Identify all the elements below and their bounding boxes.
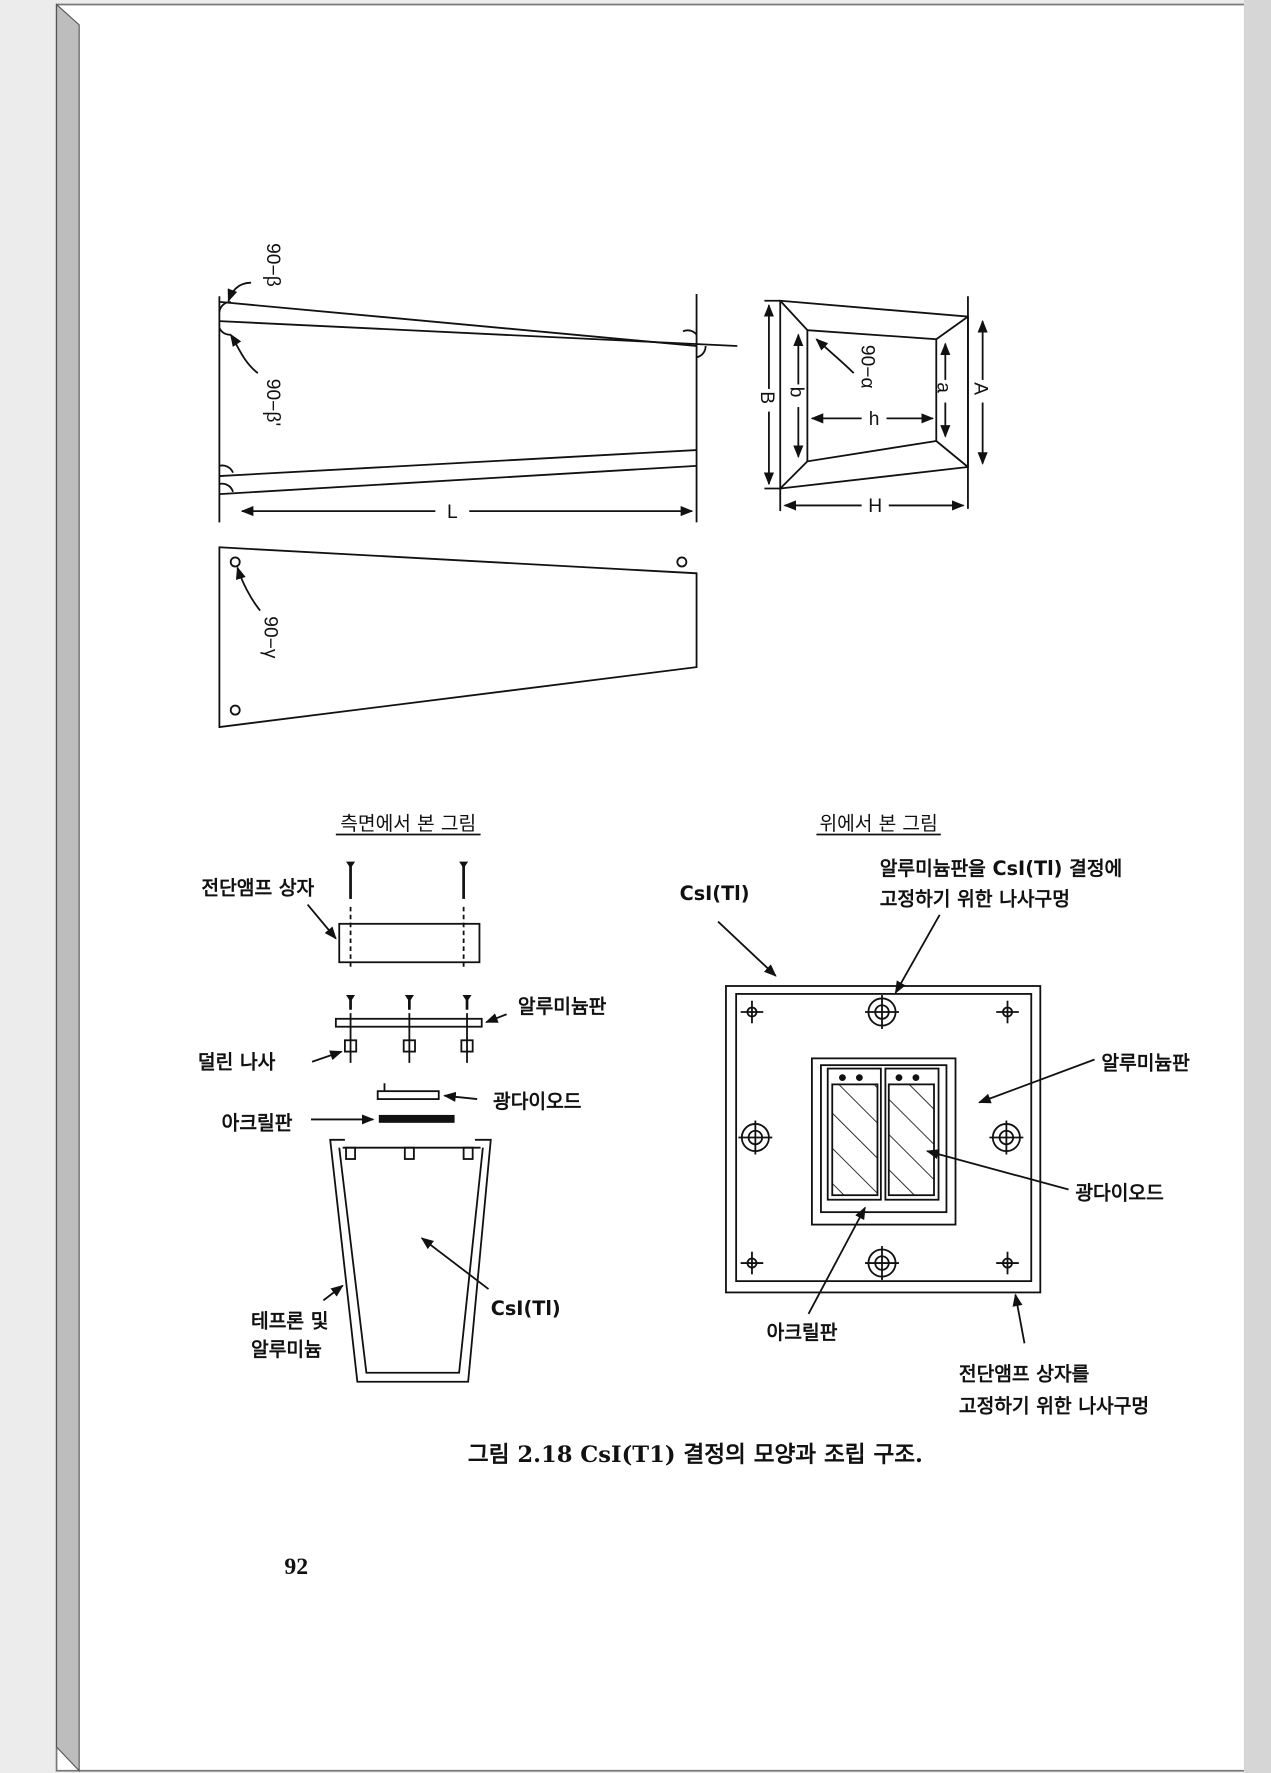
wrap-label-line1: 테프론 및	[251, 1309, 328, 1332]
top-view-assembly: 위에서 본 그림 CsI(Tl) 알루미늄판을 CsI(Tl	[680, 812, 1190, 1417]
photodiode-module	[810, 1057, 957, 1226]
acrylic-plate-label: 아크릴판	[222, 1112, 293, 1135]
crystal-label: CsI(Tl)	[680, 882, 750, 905]
box-hole-label-line1: 전단앰프 상자를	[959, 1363, 1090, 1386]
plate-hole-label-line1: 알루미늄판을 CsI(Tl) 결정에	[880, 857, 1122, 880]
angle-beta-label: 90−β	[262, 243, 283, 287]
photodiode-label: 광다이오드	[493, 1090, 582, 1113]
angle-alpha-label: 90−α	[857, 345, 878, 389]
crystal-end-drawing: B b a A h H 90−α	[756, 296, 991, 517]
dim-B-label: B	[756, 391, 777, 404]
side-view-assembly: 측면에서 본 그림 전단앰프 상자 알루미늄판 덜린 나사 광다이오드 아크릴판	[198, 812, 607, 1383]
crystal-label: CsI(Tl)	[491, 1297, 561, 1320]
angle-beta-prime-label: 90−β'	[262, 379, 283, 426]
box-hole-label-line2: 고정하기 위한 나사구멍	[959, 1394, 1149, 1417]
page-number: 92	[284, 1554, 308, 1580]
top-view-title: 위에서 본 그림	[819, 812, 937, 835]
length-L-label: L	[447, 502, 458, 523]
side-view-title: 측면에서 본 그림	[340, 812, 476, 835]
small-screw-holes	[740, 1000, 1019, 1275]
figure-caption: 그림 2.18 CsI(T1) 결정의 모양과 조립 구조.	[468, 1442, 923, 1468]
crystal-side-drawing: 90−β 90−β' L	[218, 243, 738, 523]
angle-gamma-label: 90−γ	[260, 616, 281, 659]
aluminum-plate-label: 알루미늄판	[1101, 1052, 1190, 1075]
acrylic-plate-label: 아크릴판	[767, 1321, 838, 1344]
crystal-taper-drawing: 90−γ	[218, 546, 698, 729]
aluminum-plate-label: 알루미늄판	[518, 995, 607, 1018]
dim-h-label: h	[869, 409, 880, 430]
plate-screws	[334, 995, 483, 1063]
page-edge	[55, 3, 80, 1773]
photodiode-label: 광다이오드	[1075, 1182, 1164, 1205]
dim-b-label: b	[785, 387, 806, 398]
wrap-label-line2: 알루미늄	[251, 1338, 322, 1361]
large-screw-holes	[738, 995, 1024, 1280]
dim-A-label: A	[970, 382, 991, 395]
plate-hole-label-line2: 고정하기 위한 나사구멍	[880, 888, 1070, 911]
screw-label: 덜린 나사	[198, 1051, 276, 1074]
page-sheet	[55, 3, 1247, 1772]
dim-H-label: H	[868, 496, 882, 517]
dim-a-label: a	[932, 382, 953, 393]
preamp-box-label: 전단앰프 상자	[201, 876, 314, 899]
